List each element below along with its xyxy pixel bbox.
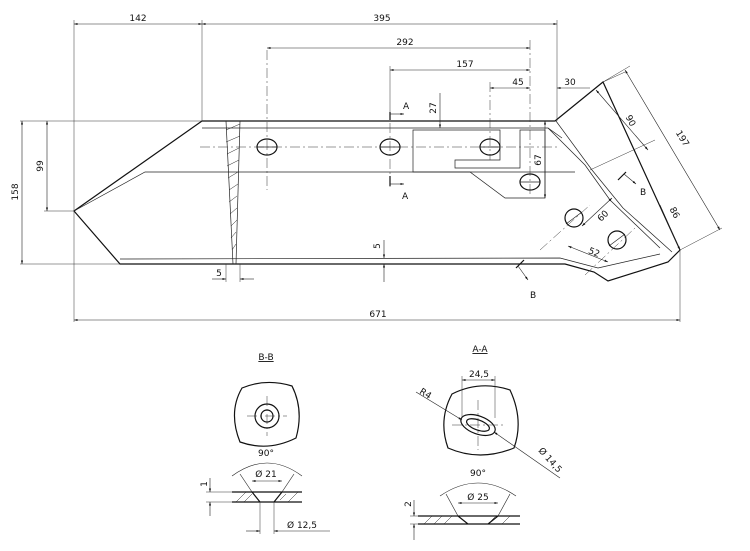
main-view: [73, 40, 681, 282]
detail-bb: B-B 90° Ø 21 1 Ø 12,5: [200, 353, 330, 534]
dim-671: 671: [369, 310, 386, 320]
inner-edge-top: [202, 127, 563, 139]
section-a-bottom: A: [402, 192, 409, 202]
dim-line-90: [595, 89, 649, 151]
dim-157: 157: [456, 60, 473, 70]
dim-158: 158: [11, 183, 21, 200]
hole-5: [564, 208, 584, 228]
detail-bb-diam-top: Ø 21: [255, 469, 276, 480]
detail-bb-profile: [232, 491, 302, 503]
dim-395: 395: [373, 14, 390, 24]
dim-52: 52: [587, 246, 601, 260]
dim-197: 197: [673, 129, 691, 149]
detail-bb-thickness: 1: [200, 481, 210, 487]
dim-5a: 5: [216, 269, 222, 279]
dim-27: 27: [429, 102, 439, 113]
dim-67: 67: [534, 154, 544, 165]
detail-aa: A-A 24,5 R4 Ø 14,5 90° Ø 25 2: [404, 345, 564, 540]
part-outline: [73, 81, 681, 282]
weld-strip: [225, 120, 241, 265]
detail-aa-radius: R4: [417, 387, 433, 402]
detail-aa-title: A-A: [472, 345, 488, 355]
section-b-bottom: B: [530, 291, 536, 301]
section-b-top: B: [640, 188, 646, 198]
detail-aa-thickness: 2: [404, 501, 414, 507]
pocket-outline: [412, 129, 546, 199]
detail-aa-angle: 90°: [470, 469, 486, 479]
detail-bb-title: B-B: [258, 353, 273, 363]
dim-line-197: [624, 69, 721, 231]
dim-line-60: [581, 197, 613, 227]
dim-142: 142: [129, 14, 146, 24]
section-a-top: A: [403, 102, 410, 112]
dim-5b: 5: [373, 243, 383, 249]
dim-45: 45: [512, 78, 523, 88]
hole-6: [607, 230, 627, 250]
wing-line: [555, 120, 673, 253]
dim-90: 90: [623, 114, 637, 129]
dim-86: 86: [667, 206, 681, 221]
main-dimensions: 142 395 292 157 45 30 27 67 90 197: [11, 14, 723, 322]
dim-line-52: [567, 245, 609, 263]
detail-aa-width: 24,5: [469, 370, 489, 380]
detail-bb-angle: 90°: [258, 449, 274, 459]
bevel-line-bottom: [119, 253, 661, 269]
section-marks: A A B B: [389, 102, 646, 301]
dim-30: 30: [564, 78, 576, 88]
bevel-line-top: [73, 171, 575, 212]
detail-aa-diam-top: Ø 25: [467, 492, 488, 503]
dim-line-86: [659, 204, 681, 251]
detail-bb-plate: [233, 381, 300, 447]
detail-bb-diam-bottom: Ø 12,5: [287, 520, 317, 531]
dim-99: 99: [36, 160, 46, 172]
detail-aa-profile: [418, 515, 520, 525]
dim-292: 292: [396, 38, 413, 48]
detail-aa-plate: [443, 385, 519, 456]
